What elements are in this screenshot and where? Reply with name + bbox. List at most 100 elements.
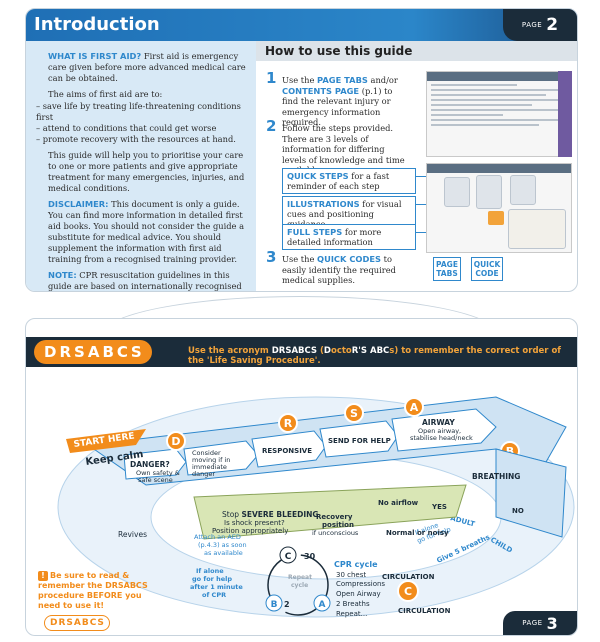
r-badge (278, 413, 298, 433)
what-is-first-aid-paragraph: WHAT IS FIRST AID? First aid is emergenc… (36, 51, 250, 84)
callout-text: CODE (475, 269, 499, 278)
r-letter: R (284, 417, 293, 430)
quick-code-callout: QUICK CODE (471, 257, 503, 281)
no-label: NO (512, 507, 524, 515)
step-number: 2 (266, 117, 277, 135)
how-to-header: How to use this guide (256, 41, 577, 61)
level-text: for a fast reminder of each step (287, 171, 390, 191)
page-tabs-callout: PAGE TABS (433, 257, 461, 281)
banner-text: ( (317, 346, 324, 356)
footer-letter: R (58, 618, 66, 628)
breathing-arrow (495, 448, 567, 538)
warning-icon: ! (38, 571, 48, 581)
callout-text: QUICK (473, 260, 501, 269)
aed-line: Attach an AED (194, 533, 241, 541)
full-steps-keyword: FULL STEPS (287, 227, 343, 237)
drsabcs-banner: D R S A B C S Use the acronym DRSABCS (D… (26, 337, 577, 367)
position-line: Position appropriately (212, 527, 288, 535)
disclaimer-heading: DISCLAIMER: (48, 199, 109, 209)
recovery-line: position (322, 521, 354, 529)
step-text: (p.1) to find the relevant injury or eme… (282, 85, 393, 128)
preview-page-top (426, 71, 572, 157)
s-badge (344, 403, 364, 423)
remember-text: Be sure to read & remember the DRSABCS p… (38, 571, 148, 610)
page-label: PAGE (522, 619, 543, 627)
cpr-step: Open Airway (336, 590, 381, 598)
alone-left-line: go for help (192, 575, 232, 583)
danger-sub: safe scene (138, 476, 173, 484)
airway-sub: stabilise head/neck (410, 434, 473, 442)
drsabcs-page: D R S A B C S Use the acronym DRSABCS (D… (25, 318, 578, 636)
aed-line: (p.4.3) as soon (198, 541, 247, 549)
intro-header: Introduction (26, 9, 577, 41)
cycle-b-letter: B (271, 600, 278, 610)
step-3: 3 Use the QUICK CODES to easily identify… (266, 248, 411, 286)
start-here-ribbon (66, 429, 146, 453)
cpr-step: 2 Breaths (336, 600, 370, 608)
quick-codes-keyword: QUICK CODES (317, 254, 381, 264)
aims-item: – save life by treating life-threatening… (36, 101, 241, 122)
no-airflow-label: No airflow (378, 499, 419, 507)
cpr-step: 30 chest (336, 571, 366, 579)
aims-item: – attend to conditions that could get wo… (36, 123, 217, 133)
d-note-arrow (183, 440, 259, 476)
normal-noisy-label: Normal or noisy (386, 529, 449, 537)
disclaimer-paragraph: DISCLAIMER: This document is only a guid… (36, 199, 250, 265)
quick-code-icon (488, 211, 504, 225)
repeat-cycle-label: cycle (291, 582, 308, 589)
drsabcs-logo: D R S A B C S (34, 340, 152, 364)
page-indicator: PAGE 2 (503, 9, 577, 41)
responsive-label: RESPONSIVE (262, 447, 312, 455)
d-letter: D (171, 435, 180, 448)
note-heading: NOTE: (48, 270, 77, 280)
logo-letter: D (44, 343, 57, 361)
b-letter: B (506, 445, 514, 458)
drsabcs-footer-logo: D R S A B C S (44, 615, 110, 631)
page-indicator: PAGE 3 (503, 611, 577, 635)
logo-letter: A (87, 343, 100, 361)
airway-title: AIRWAY (422, 418, 455, 427)
footer-letter: S (66, 618, 73, 628)
circulation-label: CIRCULATION (398, 607, 451, 615)
d-note-line: Consider (192, 449, 221, 457)
page-number: 2 (546, 15, 559, 35)
preview-kit-photo (508, 209, 566, 249)
footer-letter: S (97, 618, 104, 628)
revives-label: Revives (118, 530, 147, 539)
s-letter: S (350, 407, 358, 420)
banner-text: s) to remember the correct order of the … (188, 346, 561, 366)
c-badge (397, 580, 419, 602)
step-1: 1 Use the PAGE TABS and/or CONTENTS PAGE… (266, 71, 411, 128)
drsabcs-instruction: Use the acronym DRSABCS (DoctoR'S ABCs) … (188, 346, 577, 366)
cpr-cycle-ring (267, 554, 329, 616)
repeat-cycle-label: Repeat (288, 574, 312, 581)
d-badge (166, 431, 186, 451)
logo-letter: B (102, 343, 114, 361)
middle-band (193, 484, 467, 540)
responsive-arrow (251, 430, 327, 468)
step-number: 3 (266, 248, 277, 266)
guide-preview-illustration: PAGE TABS QUICK CODE (426, 71, 574, 281)
aed-line: as available (204, 549, 243, 557)
cpr-step: Repeat... (336, 610, 367, 618)
aims-intro: The aims of first aid are to: (48, 89, 163, 99)
preview-page-tab (558, 71, 572, 157)
intro-title: Introduction (34, 14, 160, 35)
intro-page: Introduction PAGE 2 WHAT IS FIRST AID? F… (25, 8, 578, 292)
step-text: to easily identify the required medical … (282, 254, 396, 285)
yes-label: YES (431, 503, 447, 511)
footer-letter: D (50, 618, 58, 628)
alone-left-line: If alone (196, 567, 224, 575)
c-letter: C (404, 585, 412, 598)
circulation-label: CIRCULATION (382, 573, 435, 581)
airway-arrow (391, 408, 497, 452)
recovery-line: if unconscious (312, 529, 359, 537)
preview-illustration-1 (444, 177, 470, 207)
note-paragraph: NOTE: CPR resuscitation guidelines in th… (36, 270, 250, 291)
page-number: 3 (546, 613, 558, 633)
danger-arrow (123, 448, 187, 480)
logo-letter: R (59, 343, 72, 361)
cycle-a-letter: A (319, 600, 326, 610)
how-to-column: How to use this guide 1 Use the PAGE TAB… (256, 41, 577, 291)
logo-letter: S (130, 343, 142, 361)
